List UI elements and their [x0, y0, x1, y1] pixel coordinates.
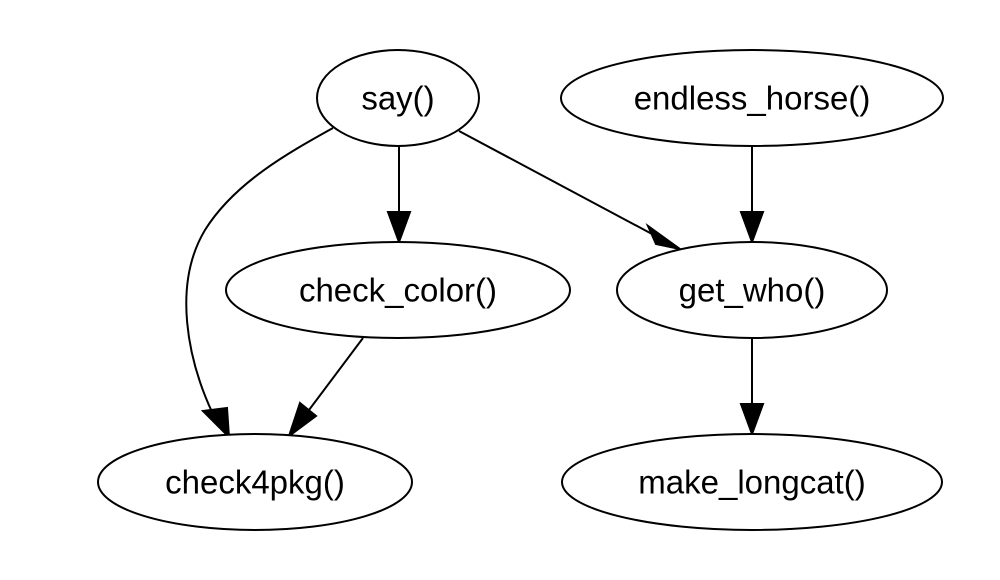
edge-say-to-check4pkg [185, 127, 334, 440]
node-endless-horse-label: endless_horse() [634, 80, 871, 117]
edge-get-who-to-make-longcat [739, 338, 765, 437]
edge-endless-horse-to-get-who-arrowhead [739, 211, 765, 245]
node-check4pkg-label: check4pkg() [165, 464, 345, 501]
node-make-longcat-ellipse [561, 433, 943, 531]
edge-check-color-to-check4pkg [287, 337, 364, 439]
edges-layer [185, 127, 765, 440]
node-get-who: get_who() [616, 241, 888, 339]
nodes-layer: say() endless_horse() check_color() get_… [97, 49, 944, 531]
node-get-who-label: get_who() [679, 272, 826, 309]
node-endless-horse: endless_horse() [560, 49, 944, 147]
node-make-longcat-label: make_longcat() [638, 464, 865, 501]
edge-get-who-to-make-longcat-arrowhead [739, 403, 765, 437]
edge-say-to-get-who-line [458, 130, 653, 235]
node-check-color: check_color() [225, 241, 571, 339]
edge-say-to-get-who-arrowhead [645, 223, 681, 250]
edge-say-to-check-color [386, 146, 412, 245]
edge-check-color-to-check4pkg-arrowhead [287, 401, 318, 439]
edge-say-to-check4pkg-line [185, 127, 334, 413]
node-check4pkg-ellipse [97, 433, 413, 531]
edge-say-to-check4pkg-arrowhead [200, 406, 231, 440]
edge-check-color-to-check4pkg-line [308, 337, 364, 411]
edge-say-to-get-who [458, 130, 681, 250]
node-get-who-ellipse [616, 241, 888, 339]
node-say: say() [316, 49, 480, 147]
node-say-ellipse [316, 49, 480, 147]
node-make-longcat: make_longcat() [561, 433, 943, 531]
node-check-color-ellipse [225, 241, 571, 339]
node-check4pkg: check4pkg() [97, 433, 413, 531]
edge-say-to-check-color-arrowhead [386, 211, 412, 245]
edge-endless-horse-to-get-who [739, 146, 765, 245]
node-endless-horse-ellipse [560, 49, 944, 147]
node-check-color-label: check_color() [299, 272, 497, 309]
node-say-label: say() [361, 80, 434, 117]
